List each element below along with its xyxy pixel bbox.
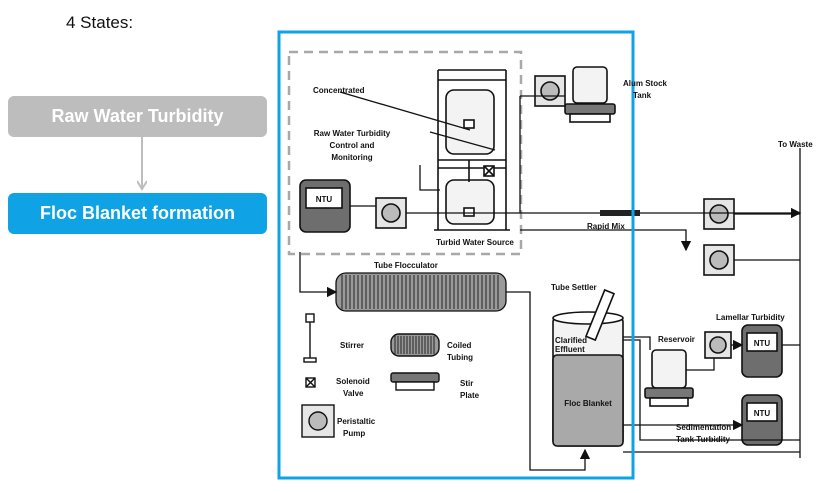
- label-clarified-1: Clarified: [555, 336, 587, 345]
- label-solenoid-2: Valve: [343, 389, 364, 398]
- label-rapid-mix: Rapid Mix: [587, 222, 625, 231]
- label-solenoid-1: Solenoid: [336, 377, 370, 386]
- state-raw-water-turbidity: Raw Water Turbidity: [8, 96, 267, 137]
- ntu-label-raw: NTU: [316, 195, 333, 204]
- ntu-label-sed: NTU: [754, 409, 771, 418]
- flow-lines: [299, 91, 802, 471]
- ntu-meters-right: [741, 324, 783, 446]
- label-tube-settler: Tube Settler: [551, 283, 597, 292]
- state-floc-blanket-formation: Floc Blanket formation: [8, 193, 267, 234]
- highlight-box: [277, 30, 635, 480]
- label-coiled-1: Coiled: [447, 341, 472, 350]
- label-stir-2: Plate: [460, 391, 480, 400]
- label-turbid-source: Turbid Water Source: [436, 238, 514, 247]
- label-clarified-2: Effluent: [555, 345, 585, 354]
- label-peristaltic-1: Peristaltic: [337, 417, 376, 426]
- label-coiled-2: Tubing: [447, 353, 473, 362]
- legend-symbols: [301, 313, 440, 438]
- ntu-label-lamellar: NTU: [754, 339, 771, 348]
- ntu-meter-raw: [299, 179, 351, 233]
- label-to-waste: To Waste: [778, 140, 813, 149]
- label-concentrated: Concentrated: [313, 86, 365, 95]
- label-floc-blanket: Floc Blanket: [564, 399, 612, 408]
- label-lamellar: Lamellar Turbidity: [716, 313, 785, 322]
- label-raw-control-2: Control and: [330, 141, 375, 150]
- sedimentation-tank: [552, 288, 624, 447]
- label-stirrer: Stirrer: [340, 341, 364, 350]
- page-heading: 4 States:: [66, 13, 134, 32]
- label-sed-1: Sedimentation: [676, 423, 731, 432]
- rapid-mix-tube: [600, 210, 640, 216]
- raw-water-control-box: [287, 50, 523, 256]
- label-alum-2: Tank: [633, 91, 652, 100]
- reservoir: [644, 331, 732, 407]
- down-arrow-icon: [137, 137, 147, 191]
- label-raw-control-1: Raw Water Turbidity: [314, 129, 391, 138]
- label-alum-1: Alum Stock: [623, 79, 668, 88]
- peristaltic-pump-raw: [375, 197, 407, 229]
- label-stir-1: Stir: [460, 379, 473, 388]
- label-sed-2: Tank Turbidity: [676, 435, 730, 444]
- peristaltic-pump-right: [703, 198, 735, 276]
- label-raw-control-3: Monitoring: [331, 153, 372, 162]
- alum-stock-tank: [534, 66, 616, 123]
- label-tube-flocculator: Tube Flocculator: [374, 261, 438, 270]
- turbid-water-tower: [434, 69, 510, 231]
- label-reservoir: Reservoir: [658, 335, 695, 344]
- label-peristaltic-2: Pump: [343, 429, 365, 438]
